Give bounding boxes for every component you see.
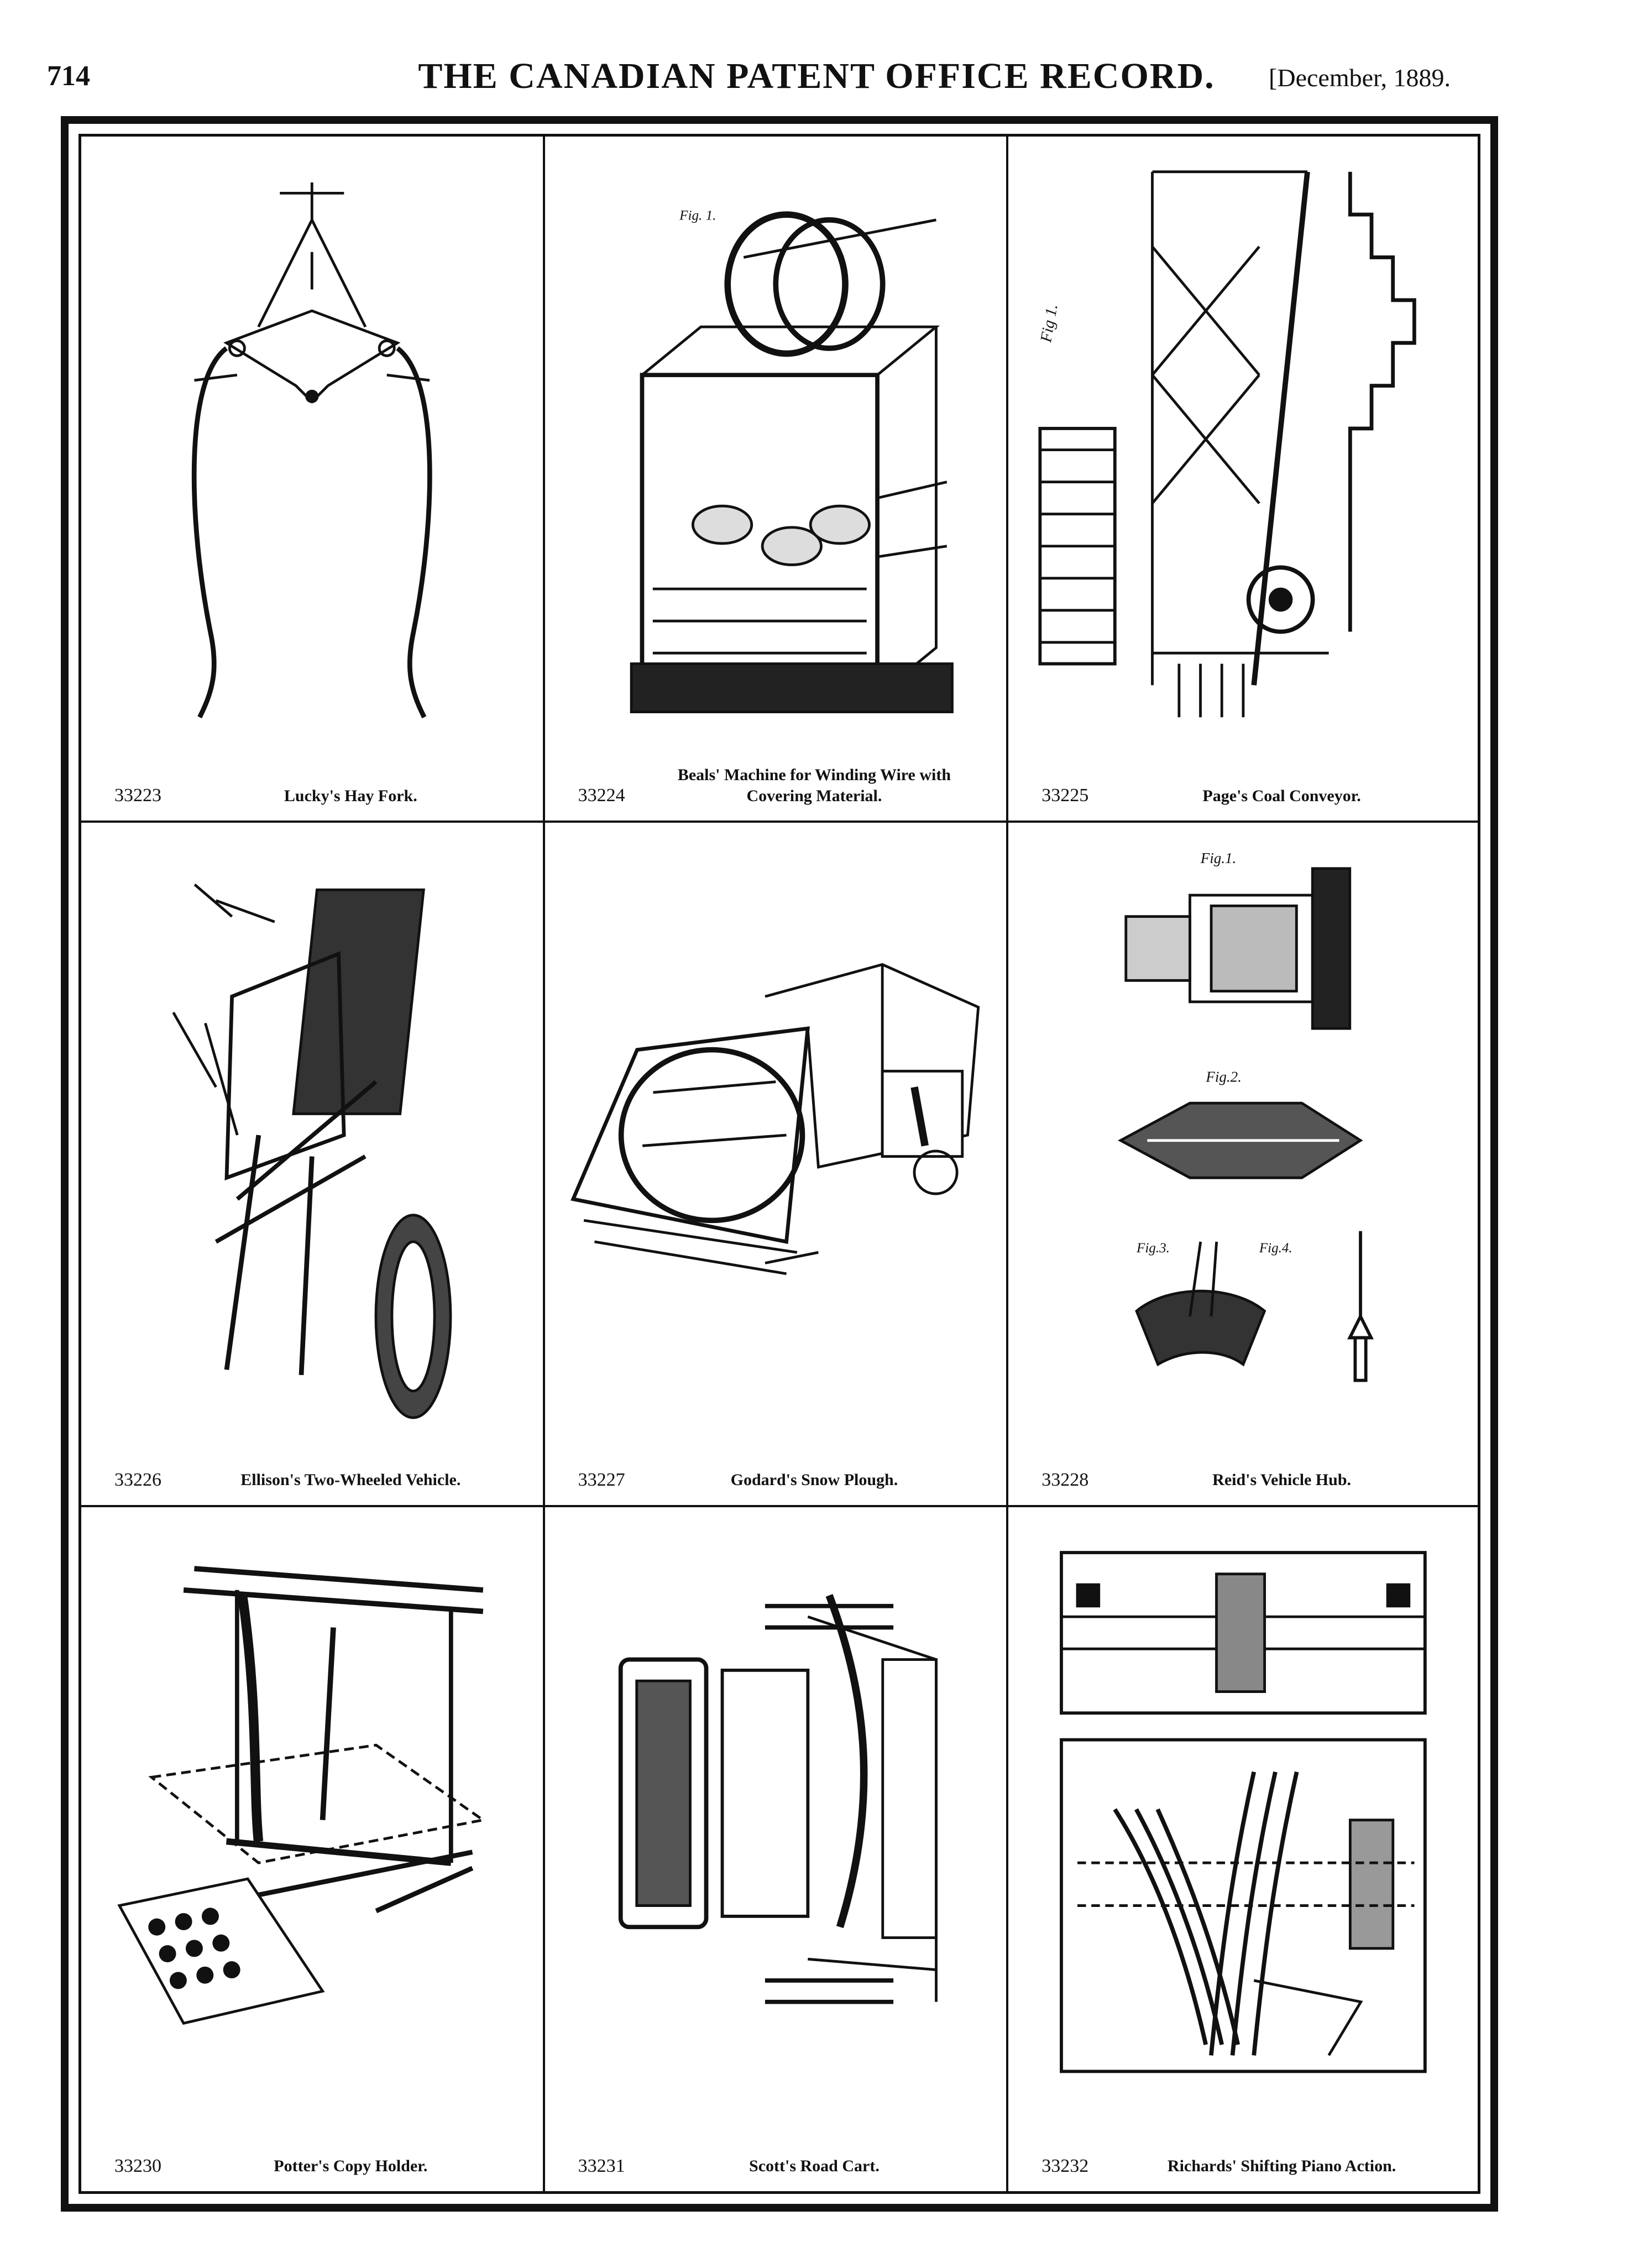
patent-caption: 33231 Scott's Road Cart. bbox=[545, 2131, 1007, 2182]
patent-cell-33223: 33223 Lucky's Hay Fork. bbox=[81, 137, 545, 823]
patent-cell-33227: 33227 Godard's Snow Plough. bbox=[545, 823, 1009, 1507]
patent-caption: 33223 Lucky's Hay Fork. bbox=[81, 761, 543, 812]
patent-title: Godard's Snow Plough. bbox=[730, 1471, 898, 1490]
patent-title: Lucky's Hay Fork. bbox=[284, 786, 417, 805]
patent-caption: 33226 Ellison's Two-Wheeled Vehicle. bbox=[81, 1445, 543, 1496]
patent-caption: 33228 Reid's Vehicle Hub. bbox=[1008, 1445, 1478, 1496]
patent-title: Richards' Shifting Piano Action. bbox=[1167, 2157, 1396, 2176]
patent-cell-33232: 33232 Richards' Shifting Piano Action. bbox=[1008, 1507, 1478, 2191]
patent-cell-33224: Fig. 1. 33224 bbox=[545, 137, 1009, 823]
patent-title: Ellison's Two-Wheeled Vehicle. bbox=[240, 1471, 461, 1490]
patent-title: Scott's Road Cart. bbox=[749, 2157, 880, 2176]
patent-number: 33227 bbox=[578, 1469, 625, 1490]
patent-number: 33225 bbox=[1041, 785, 1089, 806]
snow-plough-drawing bbox=[559, 837, 993, 1423]
journal-title: THE CANADIAN PATENT OFFICE RECORD. bbox=[418, 56, 1215, 96]
piano-action-drawing bbox=[1023, 1520, 1464, 2109]
patent-caption: 33227 Godard's Snow Plough. bbox=[545, 1445, 1007, 1496]
patent-caption: 33232 Richards' Shifting Piano Action. bbox=[1008, 2131, 1478, 2182]
copy-holder-drawing bbox=[95, 1520, 529, 2109]
patent-number: 33226 bbox=[114, 1469, 161, 1490]
patent-caption: 33224 Beals' Machine for Winding Wire wi… bbox=[545, 761, 1007, 812]
patent-cell-33226: 33226 Ellison's Two-Wheeled Vehicle. bbox=[81, 823, 545, 1507]
patent-number: 33228 bbox=[1041, 1469, 1089, 1490]
patent-cell-33230: 33230 Potter's Copy Holder. bbox=[81, 1507, 545, 2191]
patent-cell-33231: 33231 Scott's Road Cart. bbox=[545, 1507, 1009, 2191]
vehicle-hub-drawing: Fig.1. Fig.2. Fig.3. Fig.4. bbox=[1023, 837, 1464, 1423]
patent-title: Page's Coal Conveyor. bbox=[1202, 786, 1361, 805]
patent-caption: 33225 Page's Coal Conveyor. bbox=[1008, 761, 1478, 812]
patent-cell-33228: Fig.1. Fig.2. Fig.3. Fig.4. bbox=[1008, 823, 1478, 1507]
figure-label: Fig 1. bbox=[1037, 302, 1061, 344]
patent-caption: 33230 Potter's Copy Holder. bbox=[81, 2131, 543, 2182]
plate-inner-frame: 33223 Lucky's Hay Fork. Fig. 1. bbox=[78, 134, 1480, 2194]
figure-label: Fig.3. bbox=[1136, 1241, 1170, 1256]
plate-frame: 33223 Lucky's Hay Fork. Fig. 1. bbox=[61, 116, 1498, 2212]
patent-number: 33232 bbox=[1041, 2155, 1089, 2176]
issue-date: [December, 1889. bbox=[1269, 64, 1451, 92]
road-cart-drawing bbox=[559, 1520, 993, 2109]
patent-title: Beals' Machine for Winding Wire with Cov… bbox=[677, 766, 951, 805]
figure-label: Fig.2. bbox=[1205, 1068, 1242, 1085]
coal-conveyor-drawing: Fig 1. bbox=[1023, 150, 1464, 739]
figure-label: Fig.4. bbox=[1259, 1241, 1292, 1256]
hay-fork-drawing bbox=[95, 150, 529, 739]
page-number: 714 bbox=[47, 60, 90, 92]
patent-number: 33230 bbox=[114, 2155, 161, 2176]
patent-title: Potter's Copy Holder. bbox=[274, 2157, 428, 2176]
page-header: 714 THE CANADIAN PATENT OFFICE RECORD. [… bbox=[0, 55, 1633, 105]
figure-label: Fig.1. bbox=[1200, 850, 1236, 866]
patent-title: Reid's Vehicle Hub. bbox=[1212, 1471, 1352, 1490]
patent-number: 33224 bbox=[578, 785, 625, 806]
patent-cell-33225: Fig 1. 33225 Page's Coal Conveyor. bbox=[1008, 137, 1478, 823]
wire-winding-machine-drawing: Fig. 1. bbox=[559, 150, 993, 739]
patent-number: 33223 bbox=[114, 785, 161, 806]
two-wheeled-vehicle-drawing bbox=[95, 837, 529, 1423]
patent-number: 33231 bbox=[578, 2155, 625, 2176]
figure-label: Fig. 1. bbox=[679, 208, 716, 223]
patent-grid: 33223 Lucky's Hay Fork. Fig. 1. bbox=[81, 137, 1478, 2191]
